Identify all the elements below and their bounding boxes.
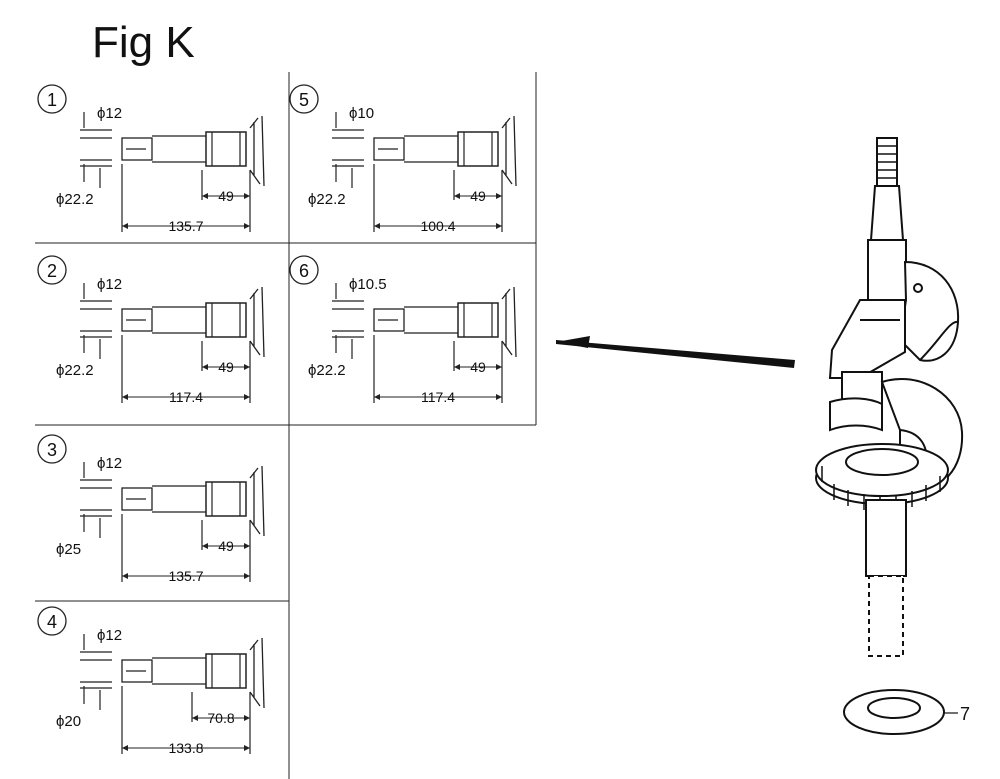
crankshaft-illustration — [815, 137, 964, 735]
shaft-diameter: ϕ22.2 — [56, 362, 94, 379]
shaft-collar — [457, 302, 499, 338]
pin-diameter: ϕ12 — [97, 105, 122, 122]
shaft-diameter: ϕ22.2 — [56, 191, 94, 208]
shaft-diameter: ϕ25 — [56, 541, 81, 558]
total-length: 135.7 — [168, 568, 203, 584]
panel-grid — [35, 72, 537, 779]
total-length: 117.4 — [421, 389, 455, 405]
pin-diameter: ϕ10.5 — [349, 276, 387, 293]
step-length: 49 — [218, 359, 234, 375]
step-length: 70.8 — [207, 710, 234, 726]
panel-number-circle — [37, 84, 67, 114]
total-length: 100.4 — [420, 218, 455, 234]
pin-diameter: ϕ10 — [349, 105, 374, 122]
pointer-arrow — [556, 336, 795, 368]
shaft-collar — [205, 653, 247, 689]
panel-number-circle — [37, 606, 67, 636]
shaft-collar — [205, 302, 247, 338]
shaft-diameter: ϕ22.2 — [308, 362, 346, 379]
step-length: 49 — [218, 188, 234, 204]
panel-number: 1 — [47, 90, 57, 110]
shaft-collar — [205, 481, 247, 517]
total-length: 133.8 — [168, 740, 203, 756]
panel-number-circle — [37, 255, 67, 285]
callout-label: 7 — [960, 704, 970, 724]
panels-layer: 1 ϕ12 ϕ22.2 49 135.7 2 ϕ12 ϕ22.2 49 117.4 3 ϕ12 ϕ25 4… — [37, 84, 517, 756]
panel-3: 3 ϕ12 ϕ25 49 135.7 — [37, 434, 265, 584]
shaft-diameter: ϕ20 — [56, 713, 81, 730]
panel-number: 4 — [47, 612, 57, 632]
shaft-diameter: ϕ22.2 — [308, 191, 346, 208]
pin-diameter: ϕ12 — [97, 627, 122, 644]
panel-number: 2 — [47, 261, 57, 281]
panel-number-circle — [37, 434, 67, 464]
total-length: 117.4 — [169, 389, 203, 405]
panel-1: 1 ϕ12 ϕ22.2 49 135.7 — [37, 84, 265, 234]
panel-number: 5 — [299, 90, 309, 110]
total-length: 135.7 — [168, 218, 203, 234]
panel-5: 5 ϕ10 ϕ22.2 49 100.4 — [289, 84, 517, 234]
step-length: 49 — [470, 359, 486, 375]
panel-number-circle — [289, 84, 319, 114]
pin-diameter: ϕ12 — [97, 455, 122, 472]
panel-2: 2 ϕ12 ϕ22.2 49 117.4 — [37, 255, 265, 405]
panel-number: 6 — [299, 261, 309, 281]
shaft-collar — [205, 131, 247, 167]
figure-title: Fig K — [92, 18, 195, 67]
pin-diameter: ϕ12 — [97, 276, 122, 293]
panel-number-circle — [289, 255, 319, 285]
step-length: 49 — [470, 188, 486, 204]
panel-6: 6 ϕ10.5 ϕ22.2 49 117.4 — [289, 255, 517, 405]
panel-number: 3 — [47, 440, 57, 460]
shaft-collar — [457, 131, 499, 167]
step-length: 49 — [218, 538, 234, 554]
